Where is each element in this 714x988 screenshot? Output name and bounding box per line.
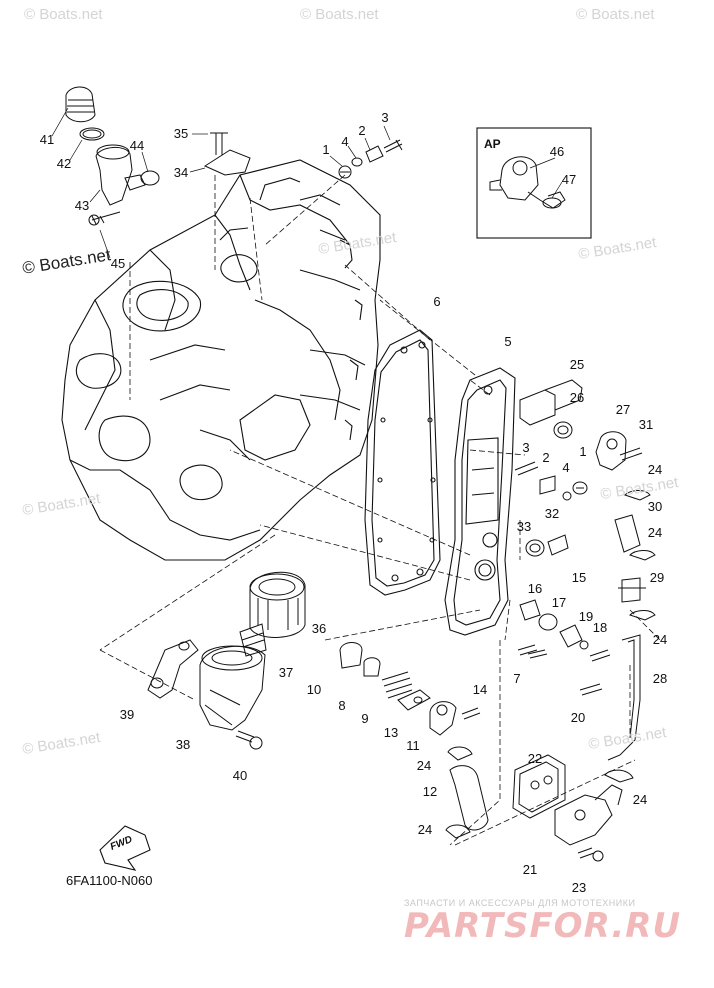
- callout-4b: 4: [562, 460, 570, 475]
- callout-29: 29: [649, 570, 665, 585]
- callout-3b: 3: [522, 440, 530, 455]
- callout-5: 5: [504, 334, 512, 349]
- callout-28: 28: [652, 671, 668, 686]
- callout-40: 40: [232, 768, 248, 783]
- diagram-code: 6FA1100-N060: [66, 873, 153, 888]
- callout-20: 20: [570, 710, 586, 725]
- callout-16: 16: [527, 581, 543, 596]
- leader-lines: [99, 174, 661, 846]
- callout-24e: 24: [632, 792, 648, 807]
- middle-parts: [339, 642, 538, 839]
- callout-24d: 24: [416, 758, 432, 773]
- oil-filter-group: [147, 571, 306, 750]
- callout-11: 11: [406, 738, 420, 753]
- callout-43: 43: [74, 198, 90, 213]
- callout-33: 33: [516, 519, 532, 534]
- fwd-arrow: [99, 825, 151, 871]
- callout-26: 26: [569, 390, 585, 405]
- callout-8: 8: [338, 698, 346, 713]
- callout-13: 13: [383, 725, 399, 740]
- callout-46: 46: [549, 144, 565, 159]
- ap-inset-parts: [489, 156, 566, 209]
- watermark: © Boats.net: [300, 6, 379, 23]
- callout-31: 31: [638, 417, 654, 432]
- callout-10: 10: [306, 682, 322, 697]
- callout-leaders: [51, 107, 563, 259]
- watermark: © Boats.net: [576, 6, 655, 23]
- callout-22: 22: [527, 751, 543, 766]
- callout-25: 25: [569, 357, 585, 372]
- lower-right-parts: [512, 754, 634, 862]
- callout-4: 4: [341, 134, 349, 149]
- callout-39: 39: [119, 707, 135, 722]
- callout-3: 3: [381, 110, 389, 125]
- cover-5: [444, 367, 516, 636]
- callout-32: 32: [544, 506, 560, 521]
- bracket-bolt-group: [203, 132, 251, 176]
- callout-38: 38: [175, 737, 191, 752]
- callout-24c: 24: [652, 632, 668, 647]
- callout-19: 19: [578, 609, 594, 624]
- right-side-parts: [514, 379, 656, 761]
- callout-27: 27: [615, 402, 631, 417]
- callout-35: 35: [173, 126, 189, 141]
- callout-15: 15: [571, 570, 587, 585]
- callout-12: 12: [422, 784, 438, 799]
- callout-18: 18: [592, 620, 608, 635]
- callout-30: 30: [647, 499, 663, 514]
- cylinder-block: [61, 159, 381, 561]
- ap-inset-frame: [476, 127, 592, 239]
- callout-6: 6: [433, 294, 441, 309]
- callout-9: 9: [361, 711, 369, 726]
- callout-7: 7: [513, 671, 521, 686]
- watermark: © Boats.net: [24, 6, 103, 23]
- callout-34: 34: [173, 165, 189, 180]
- callout-24b: 24: [647, 525, 663, 540]
- callout-47: 47: [561, 172, 577, 187]
- callout-24a: 24: [647, 462, 663, 477]
- brand-subtitle: ЗАПЧАСТИ И АКСЕССУАРЫ ДЛЯ МОТОТЕХНИКИ: [404, 898, 636, 908]
- callout-36: 36: [311, 621, 327, 636]
- callout-42: 42: [56, 156, 72, 171]
- callout-23: 23: [571, 880, 587, 895]
- callout-24f: 24: [417, 822, 433, 837]
- callout-1b: 1: [579, 444, 587, 459]
- thermostat-cap-group: [65, 86, 160, 226]
- plug-washer-group-top: [338, 139, 403, 179]
- callout-44: 44: [129, 138, 145, 153]
- callout-1: 1: [322, 142, 330, 157]
- callout-2: 2: [358, 123, 366, 138]
- gasket-6: [364, 329, 441, 596]
- callout-21: 21: [522, 862, 538, 877]
- callout-14: 14: [472, 682, 488, 697]
- inset-label: AP: [484, 137, 501, 151]
- brand-logo[interactable]: PARTSFOR.RU: [404, 906, 682, 946]
- callout-37: 37: [278, 665, 294, 680]
- callout-2b: 2: [542, 450, 550, 465]
- callout-41: 41: [39, 132, 55, 147]
- callout-17: 17: [551, 595, 567, 610]
- callout-45: 45: [110, 256, 126, 271]
